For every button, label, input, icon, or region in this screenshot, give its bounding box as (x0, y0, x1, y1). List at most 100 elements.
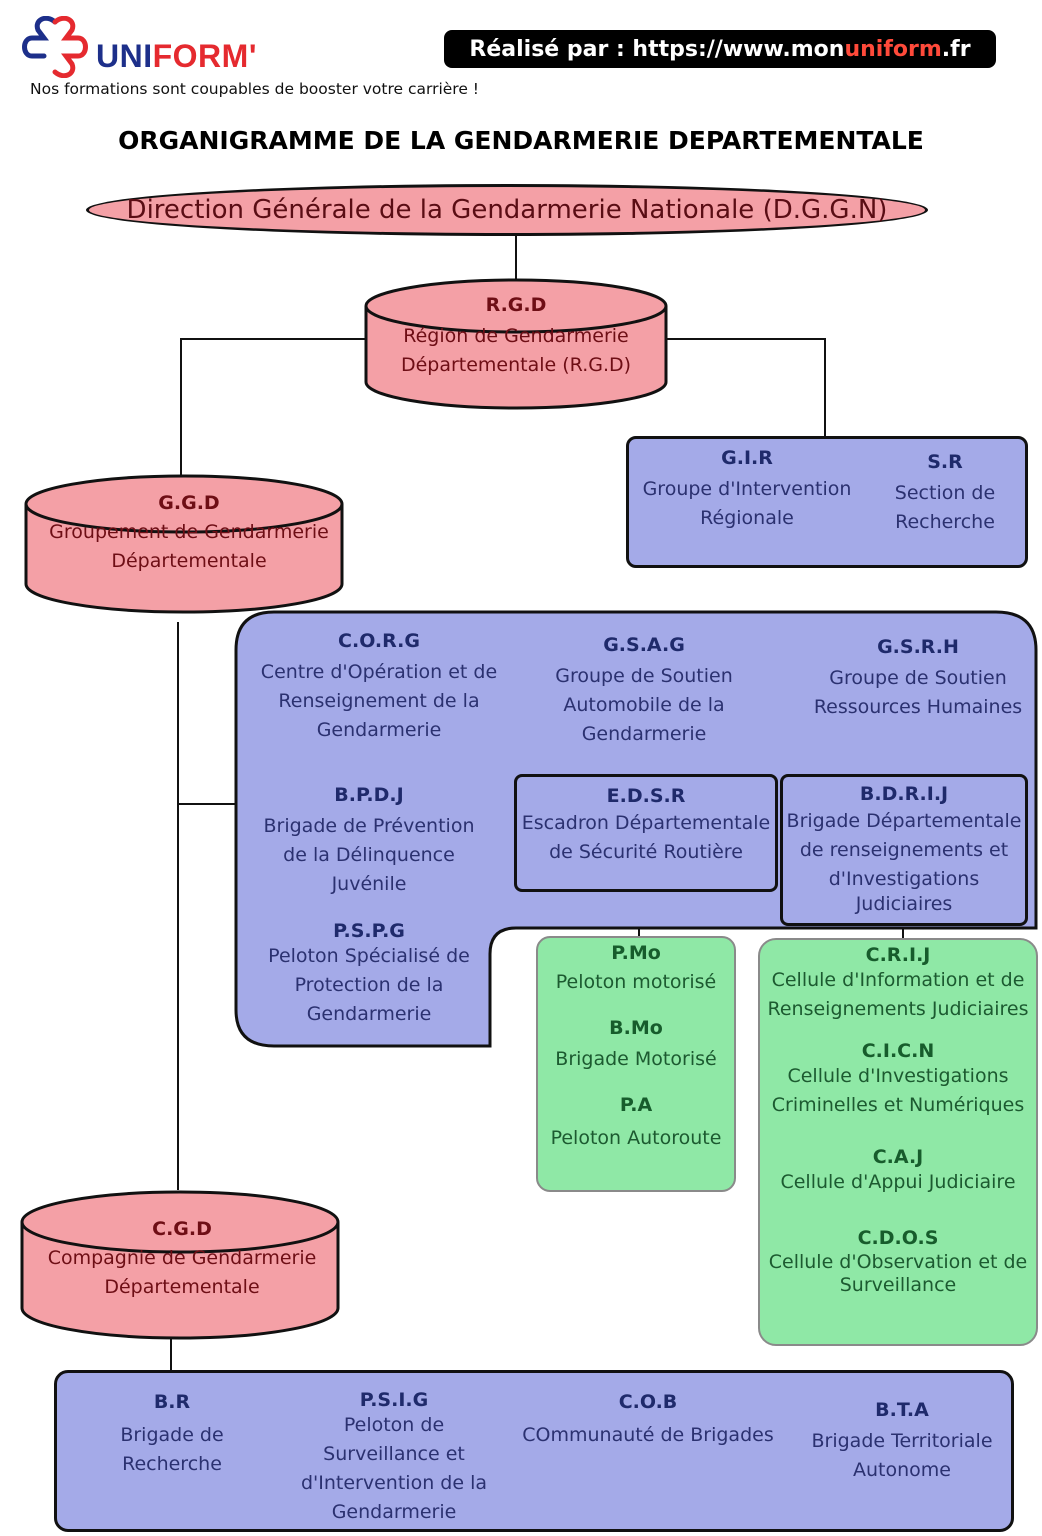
bdrij-line3: d'Investigations (828, 868, 980, 890)
gsrh-node[interactable]: G.S.R.H Groupe de Soutien Ressources Hum… (798, 636, 1038, 722)
corg-line1: Centre d'Opération et de (260, 661, 498, 683)
cdos-node[interactable]: C.D.O.S Cellule d'Observation et de Surv… (760, 1227, 1036, 1295)
gsag-abbr: G.S.A.G (603, 634, 685, 656)
pa-node[interactable]: P.A Peloton Autoroute (538, 1094, 734, 1153)
edsr-abbr: E.D.S.R (606, 785, 686, 807)
bmo-line1: Brigade Motorisé (555, 1048, 717, 1070)
edsr-node[interactable]: E.D.S.R Escadron Départementale de Sécur… (514, 774, 778, 892)
pa-abbr: P.A (619, 1094, 653, 1116)
cdos-line1: Cellule d'Observation et de (768, 1251, 1028, 1273)
bdrij-line2: de renseignements et (799, 839, 1009, 861)
cgd-line1: Compagnie de Gendarmerie (47, 1247, 317, 1269)
gir-line2: Régionale (700, 507, 794, 529)
gsrh-line2: Ressources Humaines (813, 696, 1023, 718)
tagline: Nos formations sont coupables de booster… (30, 80, 480, 98)
psig-line2: Surveillance et (323, 1443, 465, 1465)
logo: UNIFORM' (22, 16, 342, 86)
rgd-node[interactable]: R.G.D Région de Gendarmerie Départementa… (364, 278, 668, 410)
cicn-line1: Cellule d'Investigations (787, 1065, 1009, 1087)
cdos-line2: Surveillance (839, 1274, 957, 1296)
gsrh-line1: Groupe de Soutien (829, 667, 1007, 689)
pspg-line1: Peloton Spécialisé de (268, 945, 470, 967)
corg-line2: Renseignement de la (278, 690, 480, 712)
psig-node[interactable]: P.S.I.G Peloton de Surveillance et d'Int… (281, 1389, 507, 1527)
bta-line2: Autonome (853, 1459, 951, 1481)
bpdj-line3: Juvénile (331, 873, 407, 895)
ggd-line1: Groupement de Gendarmerie (49, 521, 329, 543)
rgd-abbr: R.G.D (485, 294, 547, 316)
gir-node[interactable]: G.I.R Groupe d'Intervention Régionale (629, 447, 865, 533)
crij-line1: Cellule d'Information et de (771, 969, 1025, 991)
connector-ggd-cgd (177, 622, 179, 1190)
psig-line1: Peloton de (343, 1414, 445, 1436)
cgd-node[interactable]: C.G.D Compagnie de Gendarmerie Départeme… (20, 1190, 340, 1340)
gir-sr-box: G.I.R Groupe d'Intervention Régionale S.… (626, 436, 1028, 568)
credit-prefix: Réalisé par : https://www.mon (469, 36, 845, 62)
dggn-node[interactable]: Direction Générale de la Gendarmerie Nat… (86, 184, 928, 236)
psig-abbr: P.S.I.G (359, 1389, 429, 1411)
crij-line2: Renseignements Judiciaires (767, 998, 1029, 1020)
bta-abbr: B.T.A (875, 1399, 929, 1421)
caj-node[interactable]: C.A.J Cellule d'Appui Judiciaire (760, 1146, 1036, 1197)
cicn-node[interactable]: C.I.C.N Cellule d'Investigations Crimine… (760, 1040, 1036, 1120)
connector-rgd-right-down (824, 338, 826, 438)
caj-abbr: C.A.J (872, 1146, 924, 1168)
crij-node[interactable]: C.R.I.J Cellule d'Information et de Rens… (760, 944, 1036, 1024)
ggd-line2: Départementale (111, 550, 267, 572)
connector-rgd-left-down (180, 338, 182, 488)
br-node[interactable]: B.R Brigade de Recherche (87, 1391, 257, 1479)
gsag-line2: Automobile de la (563, 694, 725, 716)
corg-abbr: C.O.R.G (338, 630, 420, 652)
bdrij-units-box: C.R.I.J Cellule d'Information et de Rens… (758, 938, 1038, 1346)
pmo-node[interactable]: P.Mo Peloton motorisé (538, 942, 734, 997)
logo-text-form: FORM' (152, 38, 257, 74)
bpdj-line1: Brigade de Prévention (263, 815, 475, 837)
cicn-abbr: C.I.C.N (861, 1040, 935, 1062)
pmo-line1: Peloton motorisé (555, 971, 717, 993)
logo-cross-icon (22, 16, 88, 78)
cob-abbr: C.O.B (618, 1391, 678, 1413)
rgd-line2: Départementale (R.G.D) (400, 354, 632, 376)
pmo-abbr: P.Mo (611, 942, 661, 964)
gir-line1: Groupe d'Intervention (642, 478, 852, 500)
cob-line1: COmmunauté de Brigades (522, 1424, 774, 1446)
gsag-node[interactable]: G.S.A.G Groupe de Soutien Automobile de … (524, 634, 764, 749)
pspg-line2: Protection de la (294, 974, 444, 996)
cgd-cylinder-shape (20, 1190, 340, 1340)
connector-cgd-brigades (170, 1338, 172, 1372)
bdrij-line4: Judiciaires (855, 893, 953, 915)
bmo-node[interactable]: B.Mo Brigade Motorisé (538, 1017, 734, 1074)
bpdj-node[interactable]: B.P.D.J Brigade de Prévention de la Déli… (244, 784, 494, 899)
credit-accent: uniform (844, 36, 942, 62)
bta-node[interactable]: B.T.A Brigade Territoriale Autonome (797, 1399, 1007, 1485)
edsr-line1: Escadron Départementale (521, 812, 771, 834)
ggd-cylinder-shape (24, 474, 344, 614)
dggn-abbr: (D.G.G.N) (762, 195, 888, 225)
gsrh-abbr: G.S.R.H (877, 636, 959, 658)
page-title: ORGANIGRAMME DE LA GENDARMERIE DEPARTEME… (118, 126, 924, 155)
bdrij-line1: Brigade Départementale (786, 810, 1022, 832)
bmo-abbr: B.Mo (609, 1017, 663, 1039)
connector-rgd-right (664, 338, 826, 340)
psig-line4: Gendarmerie (331, 1501, 457, 1523)
pspg-line3: Gendarmerie (306, 1003, 432, 1025)
connector-ggd-services (177, 803, 237, 805)
logo-text-uni: UNI (96, 38, 153, 74)
bdrij-abbr: B.D.R.I.J (859, 783, 949, 805)
pspg-node[interactable]: P.S.P.G Peloton Spécialisé de Protection… (244, 920, 494, 1029)
pspg-abbr: P.S.P.G (333, 920, 405, 942)
br-abbr: B.R (153, 1391, 191, 1413)
bdrij-node[interactable]: B.D.R.I.J Brigade Départementale de rens… (780, 774, 1028, 926)
rgd-line1: Région de Gendarmerie (403, 325, 629, 347)
corg-node[interactable]: C.O.R.G Centre d'Opération et de Renseig… (244, 630, 514, 745)
bta-line1: Brigade Territoriale (811, 1430, 993, 1452)
connector-rgd-left (180, 338, 368, 340)
ggd-node[interactable]: G.G.D Groupement de Gendarmerie Départem… (24, 474, 344, 614)
bpdj-abbr: B.P.D.J (334, 784, 404, 806)
rgd-cylinder-shape (364, 278, 668, 410)
caj-line1: Cellule d'Appui Judiciaire (780, 1171, 1016, 1193)
credit-suffix: .fr (941, 36, 971, 62)
cob-node[interactable]: C.O.B COmmunauté de Brigades (513, 1391, 783, 1450)
sr-node[interactable]: S.R Section de Recherche (865, 451, 1025, 537)
